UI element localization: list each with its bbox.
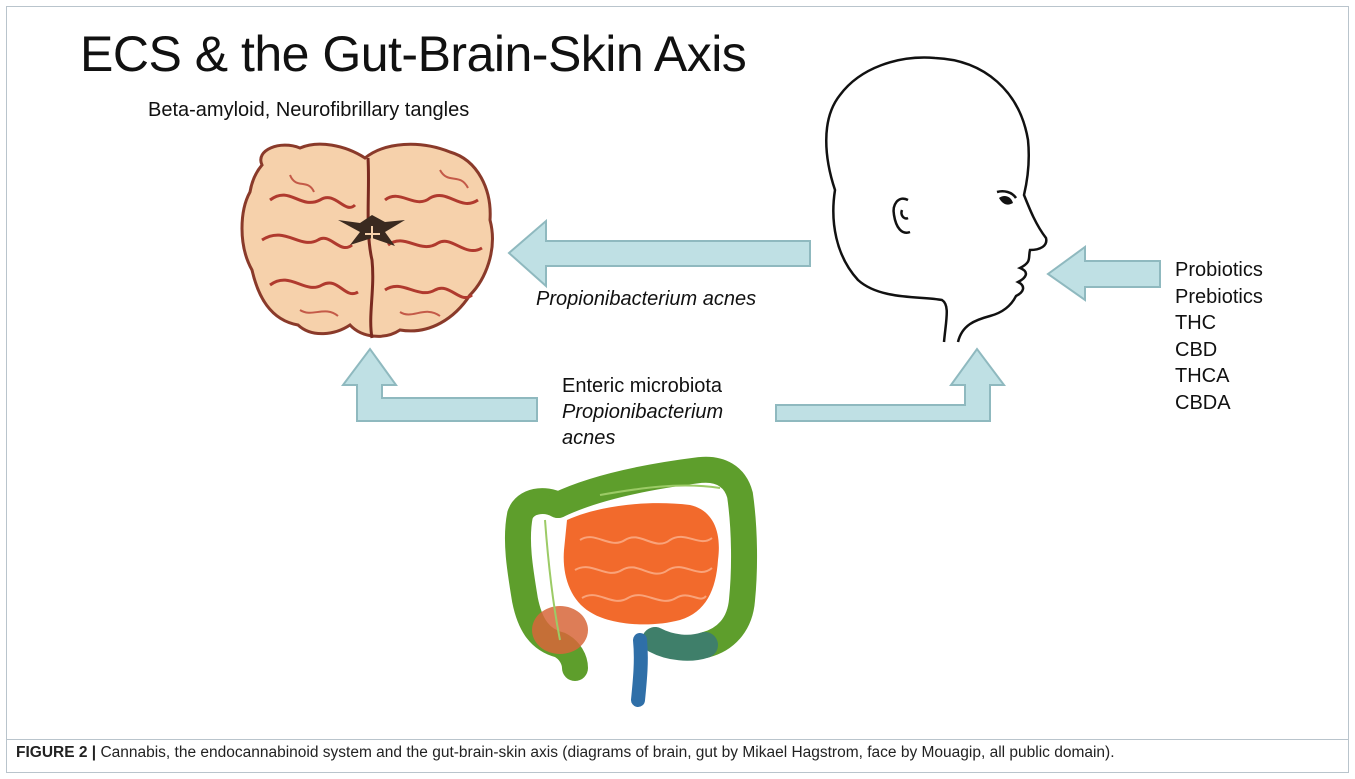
intervention-item: CBDA [1175, 390, 1263, 417]
figure-caption: FIGURE 2 | Cannabis, the endocannabinoid… [16, 744, 1115, 762]
arrow-gut-to-face [776, 349, 1004, 421]
caption-label: FIGURE 2 | [16, 744, 96, 761]
interventions-list: Probiotics Prebiotics THC CBD THCA CBDA [1175, 257, 1263, 416]
arrow-label-skin-to-brain: Propionibacterium acnes [536, 286, 756, 312]
gut-label-line3: acnes [562, 425, 723, 451]
gut-label: Enteric microbiota Propionibacterium acn… [562, 373, 723, 451]
intervention-item: Prebiotics [1175, 284, 1263, 311]
arrow-interventions-to-face [1048, 247, 1160, 300]
gut-label-line1: Enteric microbiota [562, 373, 723, 399]
intervention-item: THCA [1175, 363, 1263, 390]
arrow-skin-to-brain [509, 221, 810, 286]
gut-illustration [518, 470, 744, 700]
arrow-gut-to-brain [343, 349, 537, 421]
brain-illustration [242, 144, 492, 338]
intervention-item: CBD [1175, 337, 1263, 364]
gut-label-line2: Propionibacterium [562, 399, 723, 425]
eye-icon [999, 196, 1013, 205]
face-outline [826, 58, 1046, 342]
caption-divider [6, 739, 1349, 740]
caption-text: Cannabis, the endocannabinoid system and… [96, 744, 1114, 761]
intervention-item: THC [1175, 310, 1263, 337]
intervention-item: Probiotics [1175, 257, 1263, 284]
